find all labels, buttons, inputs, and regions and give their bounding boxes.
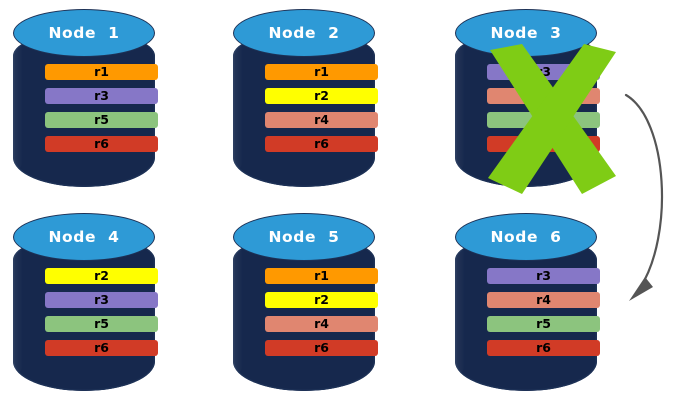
replica-label: r5	[94, 315, 109, 331]
cylinder-body	[233, 235, 375, 391]
replica-label: r6	[314, 135, 329, 151]
replica-label: r5	[536, 315, 551, 331]
replica-label: r2	[314, 87, 329, 103]
cylinder-top-ellipse	[13, 213, 155, 261]
node-cylinder-1[interactable]: Node 1 r1 r3 r5 r6	[13, 9, 158, 187]
replica-bar[interactable]: r3	[45, 88, 158, 104]
replica-label: r1	[314, 63, 329, 79]
node-cylinder-5[interactable]: Node 5 r1 r2 r4 r6	[233, 213, 378, 391]
replica-bar[interactable]: r5	[487, 112, 600, 128]
replica-bar[interactable]: r4	[265, 112, 378, 128]
replica-label: r4	[314, 111, 329, 127]
replica-label: r4	[536, 87, 551, 103]
replica-bar[interactable]: r3	[487, 64, 600, 80]
node-cylinder-2[interactable]: Node 2 r1 r2 r4 r6	[233, 9, 378, 187]
replica-bar[interactable]: r5	[487, 316, 600, 332]
cylinder-top-ellipse	[233, 9, 375, 57]
replica-label: r6	[536, 339, 551, 355]
node-label: Node 5	[268, 228, 340, 246]
replica-bar[interactable]: r6	[487, 136, 600, 152]
replica-label: r1	[314, 267, 329, 283]
replica-label: r3	[536, 267, 551, 283]
replica-bar[interactable]: r2	[265, 292, 378, 308]
replica-label: r3	[94, 87, 109, 103]
cylinder-top-ellipse	[233, 213, 375, 261]
replica-list: r1 r2 r4 r6	[265, 64, 378, 160]
replica-bar[interactable]: r4	[487, 88, 600, 104]
replica-bar[interactable]: r5	[45, 112, 158, 128]
replica-bar[interactable]: r1	[265, 268, 378, 284]
replica-bar[interactable]: r3	[487, 268, 600, 284]
node-label: Node 4	[48, 228, 120, 246]
replica-bar[interactable]: r6	[265, 340, 378, 356]
replica-bar[interactable]: r3	[45, 292, 158, 308]
replica-label: r6	[536, 135, 551, 151]
node-cylinder-6[interactable]: Node 6 r3 r4 r5 r6	[455, 213, 600, 391]
replica-label: r6	[94, 339, 109, 355]
replica-bar[interactable]: r2	[45, 268, 158, 284]
node-label: Node 6	[490, 228, 562, 246]
replica-label: r3	[94, 291, 109, 307]
cylinder-body	[13, 31, 155, 187]
cylinder-body	[233, 31, 375, 187]
replica-bar[interactable]: r1	[265, 64, 378, 80]
replica-bar[interactable]: r4	[265, 316, 378, 332]
replica-list: r1 r3 r5 r6	[45, 64, 158, 160]
replica-list: r1 r2 r4 r6	[265, 268, 378, 364]
replica-label: r5	[536, 111, 551, 127]
replica-label: r2	[94, 267, 109, 283]
cylinder-top-ellipse	[455, 213, 597, 261]
cylinder-body	[455, 235, 597, 391]
replica-label: r6	[94, 135, 109, 151]
node-label: Node 2	[268, 24, 340, 42]
replica-list: r3 r4 r5 r6	[487, 268, 600, 364]
replica-label: r3	[536, 63, 551, 79]
replica-bar[interactable]: r1	[45, 64, 158, 80]
replica-bar[interactable]: r6	[45, 340, 158, 356]
node-label: Node 3	[490, 24, 562, 42]
cylinder-body	[13, 235, 155, 391]
replica-list: r3 r4 r5 r6	[487, 64, 600, 160]
replica-bar[interactable]: r6	[45, 136, 158, 152]
replica-label: r4	[314, 315, 329, 331]
replica-label: r4	[536, 291, 551, 307]
replica-label: r2	[314, 291, 329, 307]
replica-bar[interactable]: r4	[487, 292, 600, 308]
replica-label: r6	[314, 339, 329, 355]
replica-list: r2 r3 r5 r6	[45, 268, 158, 364]
replica-label: r1	[94, 63, 109, 79]
replica-bar[interactable]: r6	[265, 136, 378, 152]
node-label: Node 1	[48, 24, 120, 42]
node-cylinder-3[interactable]: Node 3 r3 r4 r5 r6	[455, 9, 600, 187]
cylinder-top-ellipse	[13, 9, 155, 57]
replica-bar[interactable]: r2	[265, 88, 378, 104]
replica-bar[interactable]: r6	[487, 340, 600, 356]
replica-bar[interactable]: r5	[45, 316, 158, 332]
replica-label: r5	[94, 111, 109, 127]
node-cylinder-4[interactable]: Node 4 r2 r3 r5 r6	[13, 213, 158, 391]
